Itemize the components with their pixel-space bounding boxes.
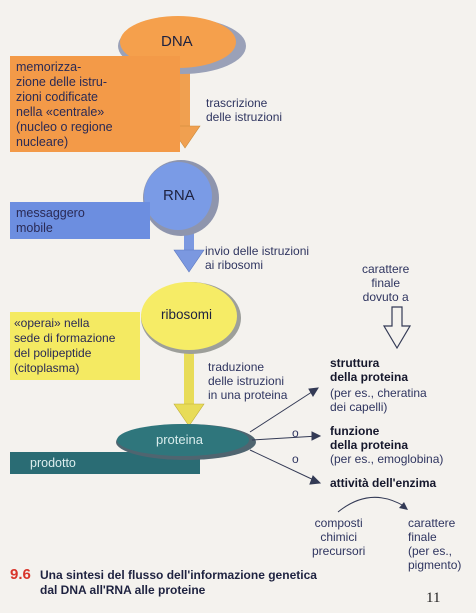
traduzione-note: traduzione delle istruzioni in una prote… <box>208 360 288 402</box>
operai-text: «operai» nella sede di formazione del po… <box>14 316 116 375</box>
memorizzazione-box <box>10 56 180 152</box>
carattere-finale-note: carattere finale dovuto a <box>362 262 410 304</box>
struttura-title: struttura della proteina <box>330 356 409 384</box>
composti-precursori: composti chimici precursori <box>312 516 366 558</box>
funzione-title: funzione della proteina <box>330 424 409 452</box>
trascrizione-note: trascrizione delle istruzioni <box>206 96 283 124</box>
hollow-down-arrow <box>382 306 412 350</box>
messaggero-box <box>10 202 150 239</box>
dna-label: DNA <box>161 33 193 50</box>
memorizzazione-text: memorizza- zione delle istru- zioni codi… <box>16 60 113 149</box>
prodotto-text: prodotto <box>30 456 76 470</box>
curved-arrow <box>337 496 405 513</box>
arrow-ribosomi-to-proteina <box>173 340 205 427</box>
proteina-node <box>116 424 256 460</box>
carattere-pigmento: carattere finale (per es., pigmento) <box>408 516 462 572</box>
figure-number: 9.6 <box>10 566 31 583</box>
page-number: 11 <box>426 590 441 606</box>
operai-box <box>10 312 140 380</box>
struttura-sub: (per es., cheratina dei capelli) <box>330 386 427 414</box>
ribosomi-label: ribosomi <box>161 307 213 322</box>
invio-note: invio delle istruzioni ai ribosomi <box>205 244 310 272</box>
or-2: o <box>292 452 299 466</box>
funzione-sub: (per es., emoglobina) <box>330 452 444 466</box>
rna-node <box>143 160 219 236</box>
figure-caption: Una sintesi del flusso dell'informazione… <box>40 568 317 597</box>
proteina-label: proteina <box>156 432 203 447</box>
ribosomi-node <box>141 282 241 354</box>
branch-arrows <box>249 387 322 485</box>
attivita-enzima: attività dell'enzima <box>330 476 437 490</box>
or-1: o <box>292 426 299 440</box>
curved-arrow-head <box>399 502 408 510</box>
messaggero-text: messaggero mobile <box>16 206 85 235</box>
arrow-rna-to-ribosomi <box>173 222 205 273</box>
rna-label: RNA <box>163 187 195 204</box>
